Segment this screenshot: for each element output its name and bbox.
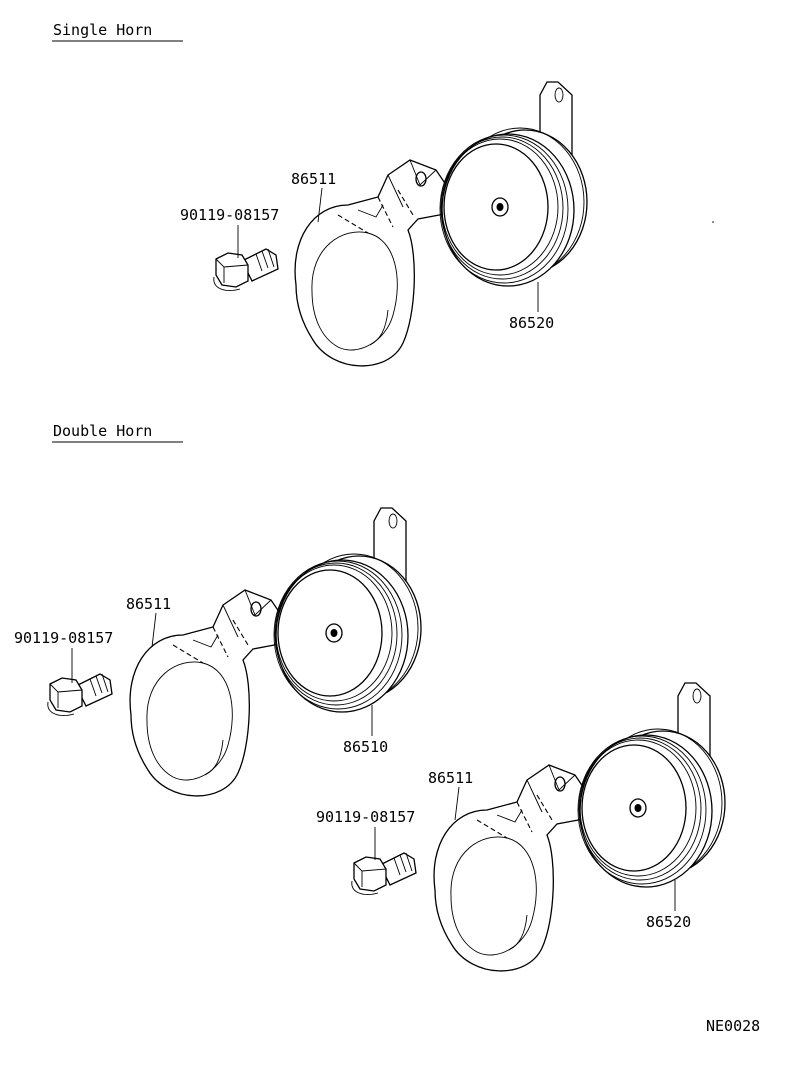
double-bolt-1 [47,673,113,717]
double-bracket-2-label: 86511 [428,769,473,787]
double-bracket-1-leader [151,612,157,648]
single-bracket [294,159,454,367]
double-bolt-1-label: 90119-08157 [14,629,113,647]
double-horn-header: Double Horn [52,422,183,443]
double-horn-1 [273,507,422,713]
diagram-code: NE0028 [706,1017,760,1035]
double-bracket-1 [129,589,289,797]
double-bracket-1-label: 86511 [126,595,171,613]
single-bolt [213,248,279,292]
double-horn-2 [577,682,726,888]
double-bolt-2 [351,852,417,896]
single-bracket-label: 86511 [291,170,336,188]
double-horn-2-label: 86520 [646,913,691,931]
single-horn-label: 86520 [509,314,554,332]
double-bracket-2-leader [454,786,460,821]
single-horn-header: Single Horn [52,21,183,42]
double-horn-title: Double Horn [53,422,152,440]
double-horn-1-label: 86510 [343,738,388,756]
single-bolt-label: 90119-08157 [180,206,279,224]
single-horn [439,81,588,287]
single-bracket-leader [317,187,323,223]
stray-dot [712,221,714,223]
double-bolt-2-label: 90119-08157 [316,808,415,826]
single-horn-title: Single Horn [53,21,152,39]
